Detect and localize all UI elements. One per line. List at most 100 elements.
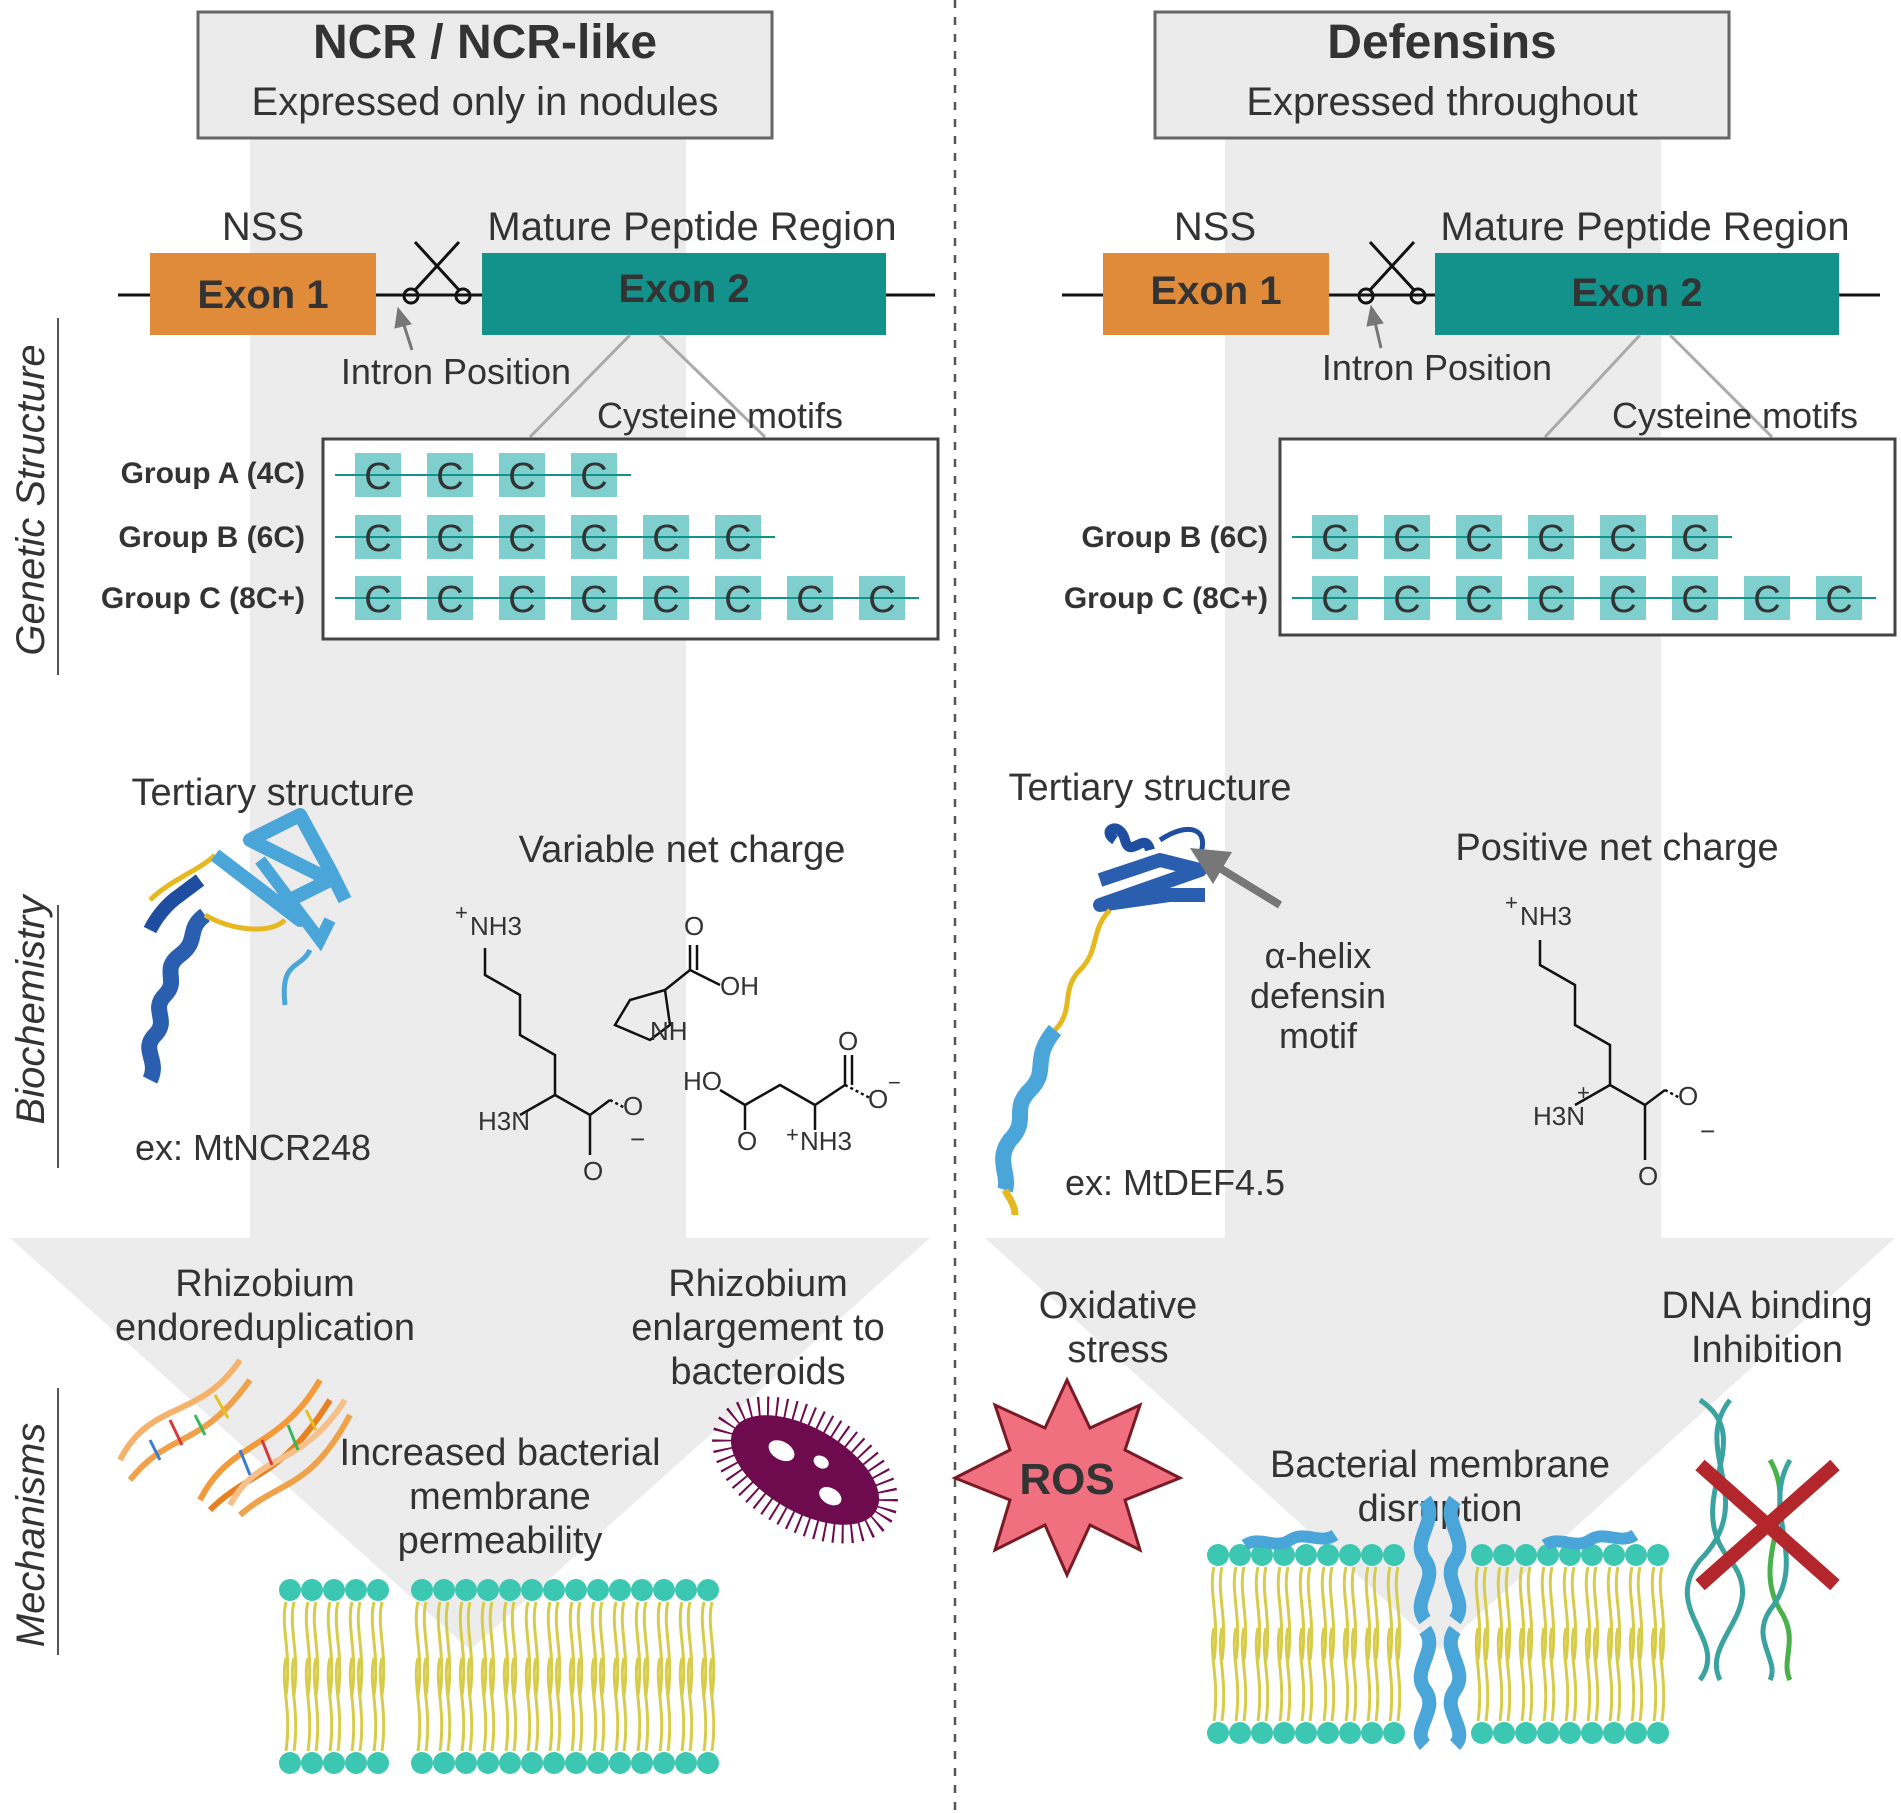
lipid-tail (1306, 1627, 1314, 1722)
lipid-tail (422, 1657, 430, 1752)
cysteine-letter: C (1681, 579, 1708, 621)
lipid-tail (1570, 1627, 1578, 1722)
left-exon1-label: Exon 1 (197, 273, 328, 317)
cysteine-letter: C (1465, 518, 1492, 560)
lipid-tail (466, 1601, 474, 1696)
lipid-tail (546, 1601, 554, 1696)
right-panel: Defensins Expressed throughout NSS Matur… (951, 10, 1897, 1750)
lipid-head (1603, 1544, 1625, 1566)
lipid-head (565, 1752, 587, 1774)
lipid-tail (708, 1601, 716, 1696)
lipid-tail (1372, 1627, 1380, 1722)
lipid-tail (1364, 1566, 1372, 1661)
lipid-tail (1350, 1566, 1358, 1661)
left-asp-ho: HO (683, 1066, 722, 1096)
lipid-tail (378, 1657, 386, 1752)
lipid-tail (1210, 1566, 1218, 1661)
side-labels: Genetic Structure Biochemistry Mechanism… (9, 318, 59, 1655)
right-lys-nh3: NH3 (1520, 901, 1572, 931)
left-mech2-line3: bacteroids (670, 1351, 845, 1393)
right-exon2 (1435, 253, 1839, 335)
left-subtitle: Expressed only in nodules (252, 80, 719, 124)
lipid-tail (1284, 1627, 1292, 1722)
lipid-head (1515, 1722, 1537, 1744)
left-mature-label: Mature Peptide Region (487, 205, 896, 249)
lipid-tail (620, 1657, 628, 1752)
right-group-b-label: Group B (6C) (1081, 521, 1268, 554)
lipid-head (477, 1752, 499, 1774)
lipid-head (1361, 1722, 1383, 1744)
lipid-head (1361, 1544, 1383, 1566)
left-intron-label: Intron Position (341, 351, 571, 392)
lipid-tail (1628, 1627, 1636, 1722)
lipid-tail (1240, 1627, 1248, 1722)
right-mature-label: Mature Peptide Region (1440, 205, 1849, 249)
lipid-head (1581, 1544, 1603, 1566)
left-asp-minus: − (888, 1070, 901, 1095)
right-tertiary-label: Tertiary structure (1009, 767, 1292, 809)
right-motif-line2: defensin (1250, 975, 1386, 1016)
cysteine-letter: C (508, 518, 535, 560)
lipid-head (1625, 1722, 1647, 1744)
lipid-tail (348, 1657, 356, 1752)
lipid-tail (1540, 1566, 1548, 1661)
lipid-tail (502, 1601, 510, 1696)
lipid-head (1207, 1544, 1229, 1566)
left-pro-oh: OH (720, 971, 759, 1001)
right-title: Defensins (1327, 16, 1556, 69)
lipid-tail (1570, 1566, 1578, 1661)
lipid-tail (510, 1657, 518, 1752)
lipid-tail (1650, 1627, 1658, 1722)
lipid-head (367, 1752, 389, 1774)
left-group-c-label: Group C (8C+) (101, 582, 305, 615)
lipid-head (1317, 1544, 1339, 1566)
right-lys-h3n-plus: + (1577, 1080, 1590, 1105)
lipid-tail (1386, 1627, 1394, 1722)
lipid-tail (546, 1657, 554, 1752)
lipid-head (1229, 1544, 1251, 1566)
lipid-tail (1262, 1566, 1270, 1661)
lipid-head (1537, 1544, 1559, 1566)
cysteine-letter: C (364, 579, 391, 621)
lipid-tail (458, 1657, 466, 1752)
cysteine-letter: C (1321, 579, 1348, 621)
lipid-tail (700, 1601, 708, 1696)
lipid-head (1339, 1544, 1361, 1566)
cysteine-letter: C (1537, 518, 1564, 560)
lipid-tail (1232, 1566, 1240, 1661)
right-biochemistry: Tertiary structure α-helix defensin moti… (995, 767, 1779, 1216)
left-pro-o: O (684, 911, 704, 941)
lipid-tail (1562, 1627, 1570, 1722)
lipid-tail (1342, 1627, 1350, 1722)
lipid-tail (370, 1601, 378, 1696)
lipid-head (1317, 1722, 1339, 1744)
left-lys-nh3: NH3 (470, 911, 522, 941)
lipid-tail (532, 1601, 540, 1696)
lipid-head (323, 1752, 345, 1774)
lipid-tail (1328, 1566, 1336, 1661)
cysteine-letter: C (580, 579, 607, 621)
lipid-head (301, 1579, 323, 1601)
cysteine-letter: C (580, 456, 607, 498)
lipid-tail (334, 1601, 342, 1696)
lipid-head (1647, 1544, 1669, 1566)
lipid-tail (612, 1601, 620, 1696)
lipid-tail (598, 1657, 606, 1752)
lipid-head (1339, 1722, 1361, 1744)
lipid-tail (488, 1657, 496, 1752)
lipid-tail (1218, 1566, 1226, 1661)
lipid-head (345, 1579, 367, 1601)
lipid-tail (436, 1601, 444, 1696)
lipid-head (279, 1752, 301, 1774)
lipid-tail (1276, 1566, 1284, 1661)
right-gene-diagram: NSS Mature Peptide Region Exon 1 Exon 2 … (1062, 205, 1897, 637)
lipid-head (1383, 1722, 1405, 1744)
lipid-head (1295, 1544, 1317, 1566)
left-mech1-line1: Rhizobium (175, 1263, 355, 1305)
lipid-tail (1386, 1566, 1394, 1661)
left-mech3-line2: membrane (409, 1476, 591, 1518)
lipid-head (521, 1579, 543, 1601)
lipid-tail (1350, 1627, 1358, 1722)
left-mech2-line2: enlargement to (631, 1307, 885, 1349)
lipid-tail (436, 1657, 444, 1752)
